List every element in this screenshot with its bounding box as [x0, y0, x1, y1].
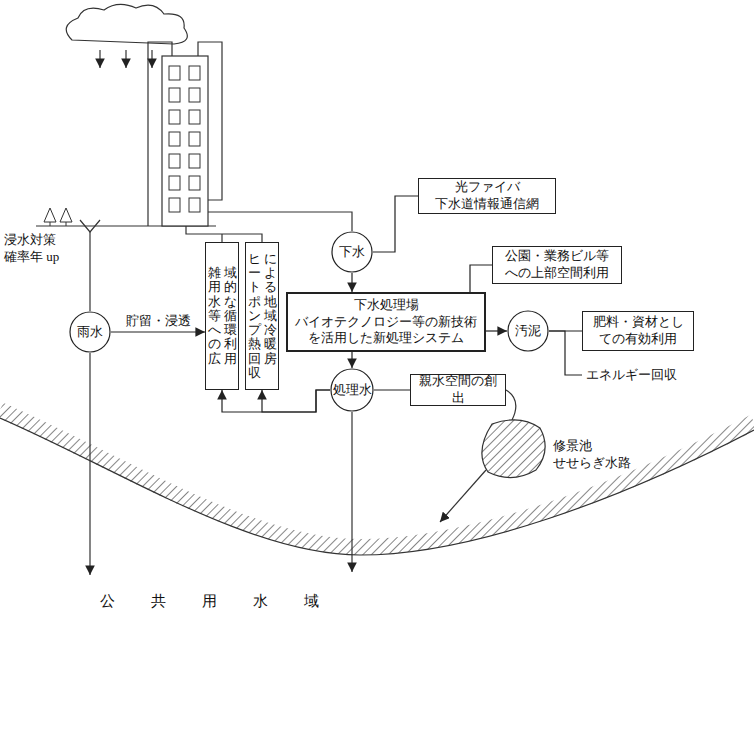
connector [549, 331, 582, 375]
connector [470, 265, 492, 292]
water-label: 公共用水域 [100, 592, 355, 612]
node-text: 親水空間の創出 [417, 373, 499, 407]
info-box: 光ファイバ 下水道情報通信網 [418, 178, 556, 214]
connector [351, 273, 352, 292]
edge-label: 貯留・浸透 [124, 313, 193, 329]
cloud [66, 4, 187, 44]
use-box: 公園・業務ビル等への上部空間利用 [492, 246, 622, 284]
node-text: 肥料・資材としての有効利用 [589, 314, 687, 348]
node-text: エネルギー回収 [586, 367, 677, 384]
node-text: 処理水 [333, 382, 372, 399]
pipes [90, 212, 516, 575]
node-text: ヒートポンプ熱回収による地域冷暖房 [248, 252, 277, 381]
circle-node: 処理水 [330, 368, 374, 412]
connector [351, 352, 352, 368]
pond [482, 420, 545, 478]
pond-label: 修景池 せせらぎ水路 [553, 438, 653, 472]
connector [111, 331, 205, 332]
shore-hatch [0, 410, 754, 547]
use-label: エネルギー回収 [582, 364, 694, 386]
node-text: 雑用水等への広域的な循環利用 [208, 266, 237, 366]
building [148, 42, 222, 226]
connector [374, 389, 410, 390]
node-text: 光ファイバ 下水道情報通信網 [425, 179, 549, 213]
connector [222, 390, 330, 412]
circle-node: 汚泥 [507, 310, 549, 352]
node-heading: 下水処理場 [354, 297, 419, 314]
inlet [80, 220, 100, 232]
node-text: 汚泥 [515, 323, 541, 340]
node-text: 下水 [339, 244, 365, 261]
trees [44, 208, 72, 226]
connector [486, 330, 507, 331]
shore-line [0, 418, 754, 555]
note-label: 浸水対策 確率年 up [4, 232, 78, 266]
node-text: バイオテクノロジー等の新技術を活用した新処理システム [294, 314, 478, 348]
use-box: 親水空間の創出 [410, 374, 506, 406]
vertical-box: ヒートポンプ熱回収による地域冷暖房 [245, 242, 279, 390]
circle-node: 雨水 [69, 311, 111, 353]
connector [373, 196, 418, 252]
circle-node: 下水 [331, 231, 373, 273]
process-box: 下水処理場バイオテクノロジー等の新技術を活用した新処理システム [286, 292, 486, 352]
connector [262, 390, 330, 412]
node-text: 雨水 [77, 324, 103, 341]
vertical-box: 雑用水等への広域的な循環利用 [205, 242, 239, 390]
use-box: 肥料・資材としての有効利用 [582, 311, 694, 351]
node-text: 公園・業務ビル等への上部空間利用 [499, 248, 615, 282]
rain [100, 50, 152, 68]
